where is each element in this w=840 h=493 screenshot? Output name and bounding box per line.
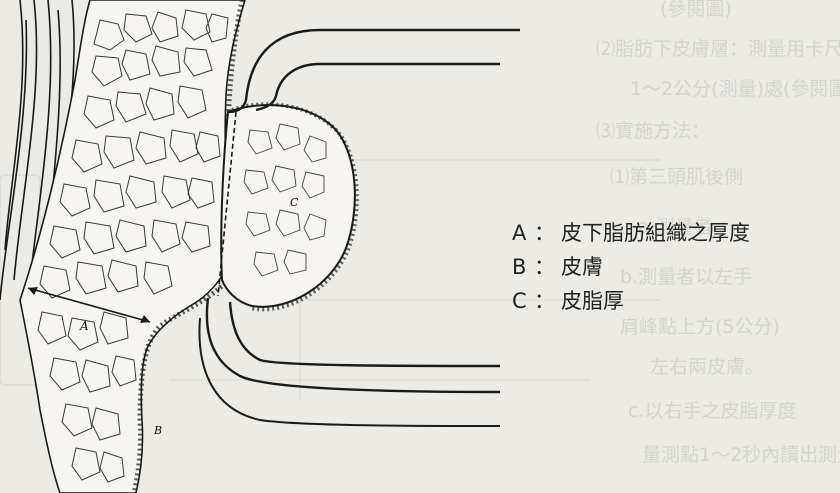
- legend-separator: ：: [534, 284, 555, 318]
- figure-label-b: B: [153, 424, 162, 437]
- legend-separator: ：: [534, 250, 555, 284]
- figure-label-a: A: [79, 319, 89, 333]
- caliper-lower-jaw: [207, 298, 500, 392]
- skinfold-bulb: [221, 105, 355, 307]
- legend-text-a: 皮下脂肪組織之厚度: [561, 221, 750, 245]
- caliper-upper-jaw-inner: [256, 64, 500, 110]
- legend-key-a: A: [512, 216, 530, 250]
- caliper-upper-jaw: [228, 30, 520, 112]
- caliper-lower-jaw-inner: [230, 302, 500, 366]
- figure-label-c: C: [290, 196, 299, 209]
- legend-separator: ：: [534, 216, 555, 250]
- legend-key-b: B: [512, 250, 530, 284]
- legend-item-a: A：皮下脂肪組織之厚度: [512, 216, 750, 250]
- legend-item-b: B：皮膚: [512, 250, 750, 284]
- legend-text-c: 皮脂厚: [561, 289, 624, 313]
- legend: A：皮下脂肪組織之厚度 B：皮膚 C：皮脂厚: [512, 216, 750, 318]
- legend-item-c: C：皮脂厚: [512, 284, 750, 318]
- caliper-lower-jaw-back: [199, 318, 500, 426]
- legend-key-c: C: [512, 284, 530, 318]
- legend-text-b: 皮膚: [561, 255, 603, 279]
- subcutaneous-fat-tissue: [20, 0, 245, 493]
